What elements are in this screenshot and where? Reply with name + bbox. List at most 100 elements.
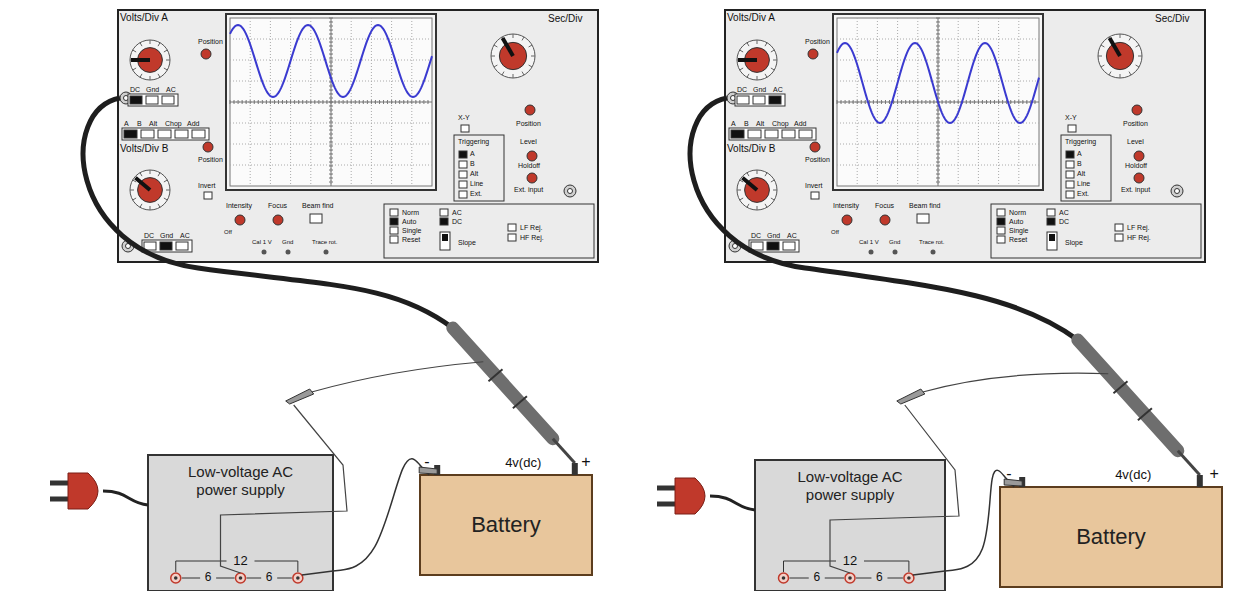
control-label: Holdoff: [518, 162, 540, 169]
battery-post: [1197, 475, 1203, 487]
polarity-sign: +: [1210, 466, 1219, 482]
switch: [1047, 218, 1055, 225]
control-label: Line: [470, 180, 483, 187]
output-terminal: [779, 573, 789, 583]
switch: [508, 224, 516, 231]
switch: [160, 242, 172, 250]
bottom-panel: [384, 204, 594, 258]
alligator-clip: [897, 389, 925, 404]
control-label: Volts/Div B: [120, 144, 168, 154]
power-cord: [103, 491, 148, 505]
switch: [751, 242, 763, 250]
terminal: [893, 250, 898, 255]
control-knob: [203, 142, 213, 152]
polarity-sign: -: [1006, 466, 1011, 482]
control-label: Cal 1 V: [859, 239, 879, 245]
control-label: Invert: [805, 182, 823, 189]
screen: [230, 18, 432, 186]
control-label: Intensity: [833, 202, 859, 209]
control-label: AC: [166, 86, 176, 93]
control-label: Off: [831, 229, 839, 235]
control-label: Trace rot.: [919, 239, 944, 245]
switch: [130, 96, 142, 104]
switch-strip: [729, 128, 816, 140]
control-label: Ext.: [470, 190, 482, 197]
control-label: DC: [737, 86, 747, 93]
knob: [737, 40, 777, 80]
control-label: Position: [198, 156, 223, 163]
battery-post: [572, 463, 578, 475]
control-label: Reset: [402, 236, 420, 243]
control-label: Triggering: [1065, 138, 1096, 145]
control-label: Level: [520, 138, 537, 145]
bnc-connector: [564, 185, 576, 197]
control-label: Volts/Div B: [727, 144, 775, 154]
control-knob: [880, 215, 890, 225]
voltage-label: 12: [231, 554, 249, 567]
control-label: Level: [1127, 138, 1144, 145]
power-supply-box: Low-voltage AC power supply: [148, 455, 333, 591]
control-knob: [201, 49, 211, 59]
control-label: Beam find: [302, 202, 334, 209]
knob: [1098, 34, 1142, 78]
terminal-center: [848, 576, 852, 580]
control-label: LF Rej.: [1127, 224, 1150, 231]
lead-wire: [333, 459, 429, 571]
terminal-center: [782, 576, 786, 580]
control-label: Norm: [402, 209, 419, 216]
control-label: Single: [402, 227, 421, 234]
control-label: Holdoff: [1125, 162, 1147, 169]
supply-case: [755, 460, 945, 591]
control-label: DC: [751, 232, 761, 239]
probe-body: [1078, 340, 1178, 451]
switch: [753, 96, 765, 104]
switch: [811, 192, 819, 199]
terminal: [931, 250, 936, 255]
switch: [1066, 161, 1074, 168]
beam-find-button: [917, 214, 929, 223]
supply-case: [148, 455, 333, 591]
knob: [130, 40, 170, 80]
switch-strip: [749, 240, 799, 252]
graticule: [837, 18, 1039, 186]
slope-switch: [440, 232, 450, 250]
control-label: Focus: [875, 202, 894, 209]
switch: [175, 130, 188, 138]
control-label: Volts/Div A: [727, 13, 775, 23]
control-label: DC: [452, 218, 462, 225]
control-label: B: [137, 120, 142, 127]
oscilloscope: [725, 10, 1205, 262]
supply-title: Low-voltage AC power supply: [166, 463, 316, 499]
control-label: A: [470, 150, 475, 157]
control-label: DC: [130, 86, 140, 93]
switch: [769, 96, 781, 104]
control-label: Triggering: [458, 138, 489, 145]
slope-switch: [442, 234, 448, 241]
control-label: Norm: [1009, 209, 1026, 216]
voltage-label: 6: [203, 571, 214, 583]
switch: [1115, 224, 1123, 231]
control-label: Alt: [149, 120, 157, 127]
control-label: Sec/Div: [1155, 14, 1189, 24]
control-label: Gnd: [146, 86, 159, 93]
control-knob: [1134, 151, 1144, 161]
plug-prong: [657, 502, 677, 507]
control-label: Single: [1009, 227, 1028, 234]
switch: [158, 130, 171, 138]
probe-ring: [1138, 408, 1152, 420]
control-label: Ext.: [1077, 190, 1089, 197]
control-knob: [1132, 105, 1142, 115]
control-label: Intensity: [226, 202, 252, 209]
bnc-center: [568, 189, 573, 194]
control-label: Position: [805, 38, 830, 45]
voltage-label: 6: [874, 571, 885, 583]
probe-ring: [513, 396, 527, 408]
control-label: AC: [452, 209, 462, 216]
control-label: Reset: [1009, 236, 1027, 243]
probe-tip: [1178, 451, 1200, 475]
switch: [508, 234, 516, 241]
control-label: Chop: [165, 120, 182, 127]
control-knob: [842, 215, 852, 225]
switch: [390, 209, 398, 216]
switch: [146, 96, 158, 104]
